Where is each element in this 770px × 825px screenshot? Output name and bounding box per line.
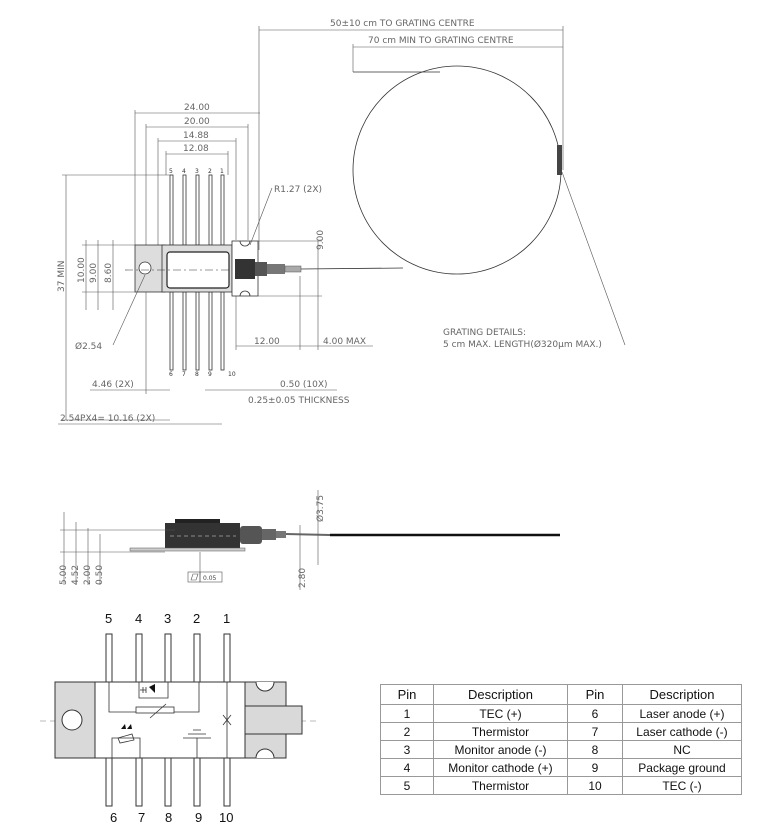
hole-diameter: Ø2.54: [75, 341, 102, 352]
pin-label: 8: [195, 371, 199, 378]
pin-label: 5: [169, 168, 173, 175]
schematic-pin-label: 7: [138, 810, 145, 825]
schematic-pin-label: 1: [223, 611, 230, 626]
header-description: Description: [622, 684, 742, 705]
pin-label: 2: [208, 168, 212, 175]
pin-label: 10: [228, 371, 236, 378]
dim-10: 10.00: [77, 257, 87, 283]
schematic-pin-label: 4: [135, 611, 142, 626]
dim-37-min: 37 MIN: [57, 261, 67, 292]
fiber-min-length-label: 70 cm MIN TO GRATING CENTRE: [368, 36, 514, 46]
dim-2: 2.00: [83, 565, 93, 585]
dim-12: 12.00: [254, 337, 280, 347]
dim-20: 20.00: [184, 117, 210, 127]
pin-label: 1: [220, 168, 224, 175]
ground-symbol: [183, 729, 211, 758]
mounting-hole: [138, 261, 152, 275]
cell: NC: [622, 740, 742, 759]
flatness-value: 0.05: [203, 575, 217, 582]
dim-9: 9.00: [89, 263, 99, 283]
cell: 8: [567, 740, 623, 759]
schematic-pin-label: 2: [193, 611, 200, 626]
schematic-pin-label: 5: [105, 611, 112, 626]
header-pin: Pin: [567, 684, 623, 705]
thermistor-symbol: [135, 706, 175, 714]
dim-8-60: 8.60: [104, 263, 114, 283]
fiber-coil: [352, 65, 562, 275]
thickness-label: 0.25±0.05 THICKNESS: [248, 396, 350, 406]
dim-4-max: 4.00 MAX: [323, 337, 366, 347]
side-view: 5.00 4.52 2.00 0.50 2.80 Ø3.75 0.05: [59, 490, 560, 590]
cell: 1: [380, 704, 434, 723]
grating-detail: 5 cm MAX. LENGTH(Ø320µm MAX.): [443, 339, 602, 350]
schematic-pin-label: 8: [165, 810, 172, 825]
cell: Laser cathode (-): [622, 722, 742, 741]
grating: [557, 145, 562, 175]
cell: 3: [380, 740, 434, 759]
photodiode-symbol: [140, 687, 147, 693]
dim-0-50: 0.50 (10X): [280, 380, 328, 390]
cell: Thermistor: [433, 776, 568, 795]
laser-diode-symbol: [117, 733, 135, 744]
table-header: Pin Description Pin Description: [380, 684, 742, 705]
dim-4-52: 4.52: [71, 565, 81, 585]
ferrule: [235, 259, 255, 279]
dim-0-50: 0.50: [95, 565, 105, 585]
cell: TEC (-): [622, 776, 742, 795]
schematic-pin-label: 3: [164, 611, 171, 626]
cell: 7: [567, 722, 623, 741]
pin-label: 4: [182, 168, 186, 175]
cell: 2: [380, 722, 434, 741]
cell: Monitor anode (-): [433, 740, 568, 759]
dim-24: 24.00: [184, 103, 210, 113]
cell: 6: [567, 704, 623, 723]
dim-5: 5.00: [59, 565, 69, 585]
cell: 10: [567, 776, 623, 795]
header-pin: Pin: [380, 684, 434, 705]
schematic-pin-label: 9: [195, 810, 202, 825]
flatness-icon: [190, 573, 199, 581]
top-view: 50±10 cm TO GRATING CENTRE 70 cm MIN TO …: [57, 19, 626, 425]
cell: 9: [567, 758, 623, 777]
header-description: Description: [433, 684, 568, 705]
cell: 4: [380, 758, 434, 777]
pin-schematic: 5 4 3 2 1 6 7 8 9 10: [40, 611, 320, 825]
cell: Laser anode (+): [622, 704, 742, 723]
tec-symbol: [222, 682, 232, 758]
dim-4-46: 4.46 (2X): [92, 380, 134, 390]
cell: Thermistor: [433, 722, 568, 741]
dim-12-08: 12.08: [183, 144, 209, 154]
fiber-length-label: 50±10 cm TO GRATING CENTRE: [330, 19, 475, 29]
schematic-pin-label: 6: [110, 810, 117, 825]
radius-label: R1.27 (2X): [274, 185, 322, 195]
pin-label: 9: [208, 371, 212, 378]
dim-9-right: 9.00: [316, 230, 326, 250]
dim-14-88: 14.88: [183, 131, 209, 141]
pin-label: 3: [195, 168, 199, 175]
cell: TEC (+): [433, 704, 568, 723]
grating-title: GRATING DETAILS:: [443, 328, 526, 338]
dim-3-75: Ø3.75: [315, 495, 326, 522]
cell: Package ground: [622, 758, 742, 777]
pin-label: 6: [169, 371, 173, 378]
schematic-pin-label: 10: [219, 810, 233, 825]
cell: Monitor cathode (+): [433, 758, 568, 777]
dim-2-80: 2.80: [298, 568, 308, 588]
pin-pitch: 2.54PX4= 10.16 (2X): [60, 414, 155, 424]
cell: 5: [380, 776, 434, 795]
pin-label: 7: [182, 371, 186, 378]
